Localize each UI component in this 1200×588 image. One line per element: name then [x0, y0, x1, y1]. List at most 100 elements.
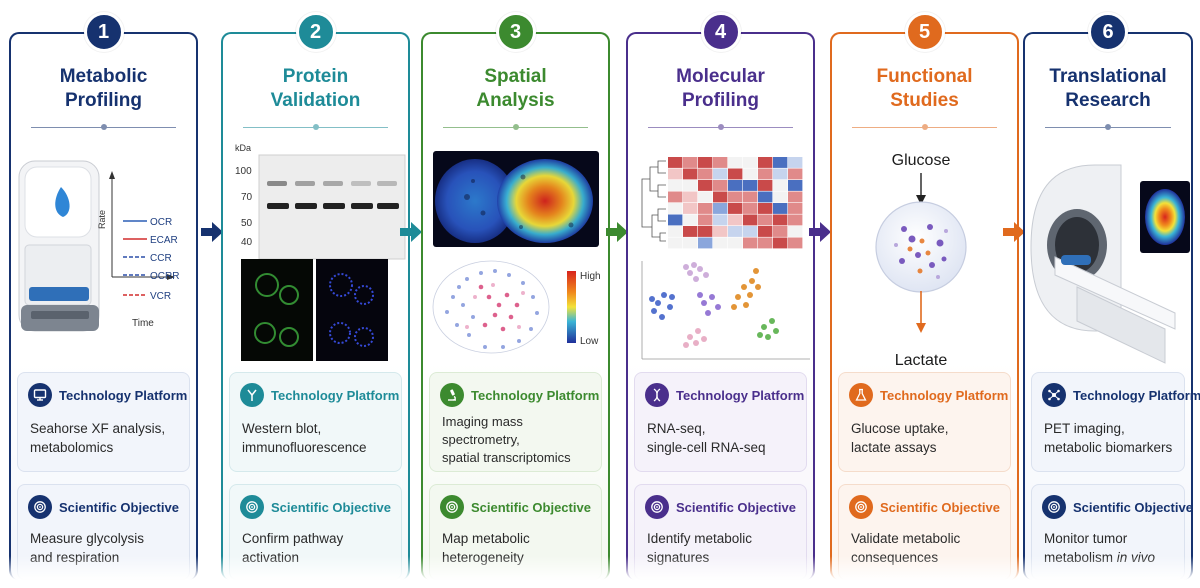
card-heading: Technology Platform [880, 387, 1009, 403]
heatmap-cell [668, 203, 683, 214]
heatmap-cell [683, 203, 698, 214]
heatmap-cell [683, 157, 698, 168]
pet-scanner-illustration [1025, 137, 1191, 367]
legend-entry: VCR [150, 291, 171, 302]
heatmap-cell [713, 203, 728, 214]
kda-marker: 50 [241, 218, 253, 229]
dendrogram [641, 160, 666, 242]
title-divider [1045, 124, 1171, 130]
target-icon [849, 495, 873, 519]
heatmap-cell [773, 203, 788, 214]
heatmap-cell [773, 191, 788, 203]
heatmap-cell [713, 226, 728, 237]
step-number-badge: 4 [700, 12, 741, 52]
heatmap-cell [743, 226, 758, 237]
title-divider [852, 124, 997, 130]
spatial-map-illustration: High Low [423, 137, 608, 367]
monitor-icon [28, 383, 52, 407]
heatmap-and-umap-illustration [628, 137, 813, 367]
plot-ylabel: Rate [97, 210, 107, 229]
column-title: Metabolic Profiling [59, 66, 148, 111]
heatmap-cell [683, 226, 698, 237]
heatmap-cell [713, 157, 728, 168]
arrow-right-icon [1003, 222, 1025, 242]
heatmap-cell [758, 237, 773, 249]
heatmap-cell [698, 203, 713, 214]
heatmap-cell [728, 157, 743, 168]
card-heading: Scientific Objective [471, 499, 591, 515]
molecular-panels [641, 157, 810, 360]
arrow-right-icon [809, 222, 831, 242]
cell-flux-diagram: Glucose Lactate [875, 152, 967, 369]
heatmap-cell [683, 191, 698, 203]
heatmap-cell [743, 157, 758, 168]
heatmap-cell [698, 191, 713, 203]
heatmap-cell [773, 180, 788, 191]
heatmap-cell [713, 237, 728, 249]
heatmap-cell [698, 157, 713, 168]
pet-scanner-and-scan [1030, 164, 1190, 364]
heatmap-cell [743, 168, 758, 180]
spatial-panels: High Low [432, 151, 601, 354]
target-icon [440, 495, 464, 519]
column-translational-research: 6 Translational Research [1023, 12, 1200, 580]
heatmap-cell [668, 157, 683, 168]
card-body: Validate metabolic consequences [851, 531, 961, 565]
column-molecular-profiling: 4 Molecular Profiling [626, 12, 815, 580]
kda-marker: 40 [241, 237, 253, 248]
title-divider [243, 124, 388, 130]
colorbar-low-label: Low [580, 336, 599, 347]
heatmap-cell [668, 168, 683, 180]
column-title: Spatial Analysis [476, 66, 555, 111]
arrow-down-icon [916, 195, 926, 205]
scientific-objective-card: Scientific Objective Map metabolic heter… [429, 484, 602, 580]
western-blot-and-if-illustration: kDa 100 70 50 40 [223, 137, 408, 367]
column-protein-validation: 2 Protein Validation kDa 100 70 50 40 [221, 12, 410, 580]
legend-entry: CCR [150, 253, 172, 264]
kda-marker: 70 [241, 192, 253, 203]
card-heading: Technology Platform [271, 387, 400, 403]
lactate-label: Lactate [895, 352, 948, 367]
heatmap-cell [728, 191, 743, 203]
column-metabolic-profiling: 1 Metabolic Profiling Rate Time OCR ECA [9, 12, 198, 580]
analyzer-and-rate-plot: Rate Time OCR ECAR CCR OCRR VCR [18, 160, 179, 332]
flask-icon [849, 383, 873, 407]
column-title: Molecular Profiling [676, 66, 765, 111]
droplet-icon [55, 187, 70, 217]
step-number-badge: 2 [295, 12, 336, 52]
network-icon [1042, 383, 1066, 407]
scientific-objective-card: Scientific Objective Confirm pathway act… [229, 484, 402, 580]
step-number-badge: 5 [904, 12, 945, 52]
scientific-objective-card: Scientific Objective Validate metabolic … [838, 484, 1011, 580]
card-heading: Scientific Objective [880, 499, 1000, 515]
colorbar [567, 271, 576, 343]
heatmap-cell [773, 226, 788, 237]
card-body: PET imaging, metabolic biomarkers [1044, 421, 1173, 455]
heatmap-cell [743, 203, 758, 214]
heatmap-cell [728, 226, 743, 237]
card-heading: Scientific Objective [271, 499, 391, 515]
heatmap-cell [788, 168, 803, 180]
column-spatial-analysis: 3 Spatial Analysis [421, 12, 610, 580]
column-functional-studies: 5 Functional Studies Glucose [830, 12, 1019, 580]
antibody-icon [240, 383, 264, 407]
heatmap-cell [743, 191, 758, 203]
heatmap-cell [698, 226, 713, 237]
heatmap-cell [758, 214, 773, 226]
technology-platform-card: Technology Platform Glucose uptake, lact… [838, 372, 1011, 472]
western-blot-panel: kDa 100 70 50 40 [235, 143, 406, 361]
heatmap-cell [758, 203, 773, 214]
heatmap-cell [698, 168, 713, 180]
scientific-objective-card: Scientific Objective Monitor tumor metab… [1031, 484, 1193, 580]
arrow-right-icon [201, 222, 223, 242]
spatial-transcriptomics-map [432, 260, 550, 354]
blue-if-image [316, 259, 388, 361]
technology-platform-card: Technology Platform RNA-seq, single-cell… [634, 372, 807, 472]
scientific-objective-card: Scientific Objective Identify metabolic … [634, 484, 807, 580]
plot-xlabel: Time [132, 318, 154, 329]
scientific-objective-card: Scientific Objective Measure glycolysis … [17, 484, 190, 580]
legend-entry: ECAR [150, 235, 178, 246]
heatmap-cell [728, 214, 743, 226]
heatmap-cell [758, 168, 773, 180]
heatmap-cell [728, 168, 743, 180]
